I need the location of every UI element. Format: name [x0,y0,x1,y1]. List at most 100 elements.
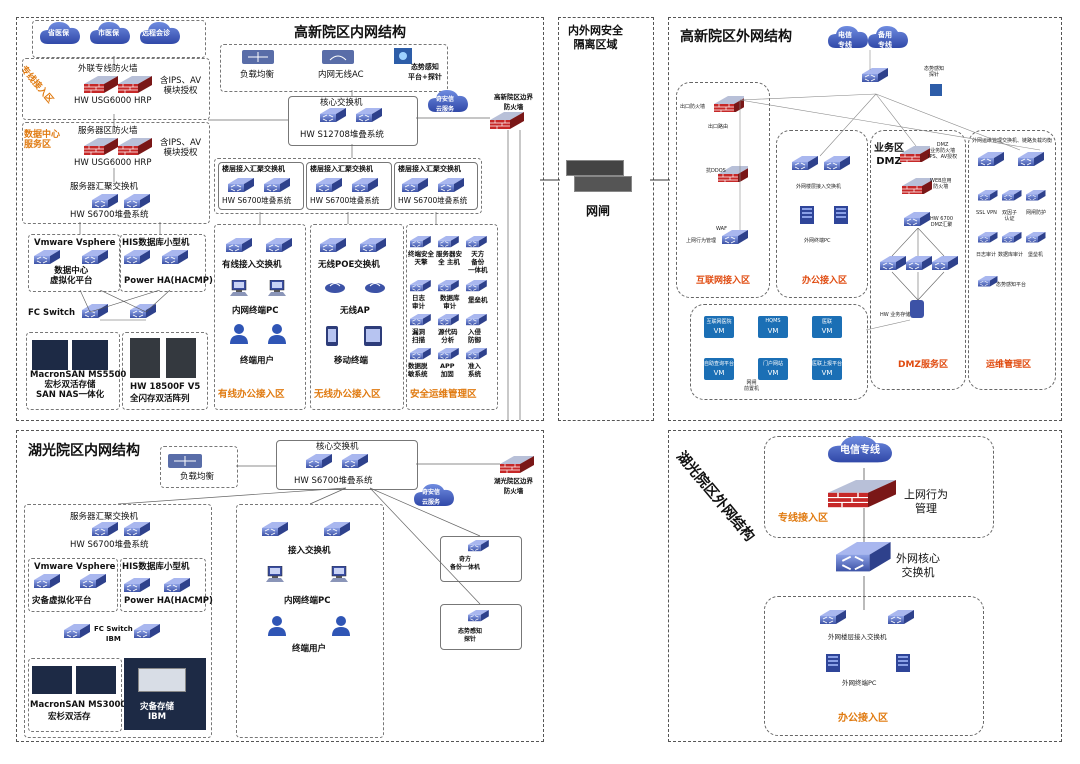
core-model: HW S12708堆叠系统 [300,130,384,140]
switch-icon [92,522,119,537]
access-agg-name: 楼层接入汇聚交换机 [310,165,373,173]
wireless-mobile-label: 移动终端 [334,356,369,366]
ops-device-icon [978,276,998,287]
access-agg-model: HW S6700堆叠系统 [398,196,468,205]
zhuanxian-zone [22,58,210,120]
user-icon [230,324,248,344]
wireless-ac-icon [322,50,354,64]
security-item: APP 加固 [440,362,455,378]
switch-icon [402,178,429,193]
pc-icon [266,566,284,582]
pc-icon [800,206,814,224]
fc-links [79,290,171,321]
security-item: 堡垒机 [468,296,488,304]
vm-name: 门户网站 [762,361,783,367]
ops-item: 数据库审计 [998,252,1024,258]
router-icon [862,68,888,83]
hg-probe-zone [440,604,522,650]
switch-icon [904,212,931,227]
security-device-icon [410,280,432,292]
ext-fw-note: 含IPS、AV 模块授权 [160,76,202,96]
access-agg-name: 楼层接入汇聚交换机 [222,165,285,173]
core-switch-icon [356,108,383,123]
hg-core-zone [276,440,418,490]
hg-san-desc: 宏杉双活存 [48,712,91,722]
user-icon [268,324,286,344]
server-icon [162,250,189,265]
hg-pc-label: 外网终端PC [842,679,877,687]
srv-fw-name: 服务器区防火墙 [78,126,138,136]
vm-box: 门户网站 VM [758,358,788,380]
flash-device [166,338,196,378]
firewall-icon [84,76,119,94]
security-device-icon [438,348,460,360]
srv-fw-note: 含IPS、AV 模块授权 [160,138,202,158]
pc-icon [896,654,910,672]
firewall-icon [900,146,930,162]
vmware-desc: 数据中心 虚拟化平台 [50,266,93,286]
user-icon [332,616,350,636]
core-zone [288,96,418,146]
switch-icon [134,624,161,639]
security-item: 服务器安 全 主机 [436,250,462,266]
vm-label: VM [821,369,833,377]
firewall-icon [118,138,153,156]
pc-icon [230,280,248,296]
gx-extranet-region [668,17,1062,421]
hg-vmware-zone [28,558,118,612]
ops-zone-label: 运维管理区 [986,360,1032,370]
switch-icon [316,178,343,193]
hg-vmware-name: Vmware Vsphere [34,562,116,572]
top-device-label: 内网无线AC [318,70,364,80]
server-icon [124,578,151,593]
ops-item: 日志审计 [976,252,997,258]
switch-icon [820,610,847,625]
switch-icon [226,238,253,253]
top-device-label: 负载均衡 [240,70,275,80]
switch-icon [320,238,347,253]
firewall-icon [118,76,153,94]
san-desc: 宏杉双活存储 SAN NAS一体化 [36,380,105,400]
hg-access-pc-label: 内网终端PC [284,596,331,606]
security-item: 入侵 防御 [468,328,481,344]
server-icon [164,578,191,593]
isolation-links [540,179,670,181]
pc-icon [330,566,348,582]
gateway-label: 网闸 [586,204,611,218]
behavior-management-icon [828,480,897,508]
hg-dr-label: 灾备存储 IBM [140,702,175,722]
ext-office-zone [776,130,868,298]
hg-zone1-label: 专线接入区 [778,513,828,524]
dmz-sw-label: HW 6700 DMZ汇聚 [930,216,954,228]
security-item: 天方 备份 一体机 [468,250,488,274]
wired-pc-label: 内网终端PC [232,306,279,316]
vm-label: VM [767,327,779,335]
switch-icon [64,624,91,639]
hg-his-desc: Power HA(HACMP) [124,596,213,606]
hg-access-user-label: 终端用户 [292,644,327,654]
probe-icon [930,84,942,96]
internet-small: 抗DDOS [706,168,726,174]
vm-label: VM [767,369,779,377]
ops-device-icon [1002,190,1022,201]
hg-behavior-label: 上网行为 管理 [904,488,948,515]
wired-zone [214,224,306,410]
hg-san-device [32,666,72,694]
top-device-label: 态势感知 平台+探针 [408,63,442,81]
dmz-storage-label: HW 业务存储 [880,312,911,318]
security-zone-label: 安全运维管理区 [410,389,477,400]
his-zone [120,234,206,292]
ops-item: SSL VPN [976,210,997,216]
vm-name: HQMS [765,318,781,324]
vm-extra: 网闸 前置机 [744,380,760,392]
security-zone [406,224,498,410]
dmz-zone-label: DMZ服务区 [898,360,948,370]
switch-icon [722,230,749,245]
ops-device-icon [1026,190,1046,201]
waf-icon [902,178,932,194]
security-device-icon [466,314,488,326]
switch-icon [360,238,387,253]
